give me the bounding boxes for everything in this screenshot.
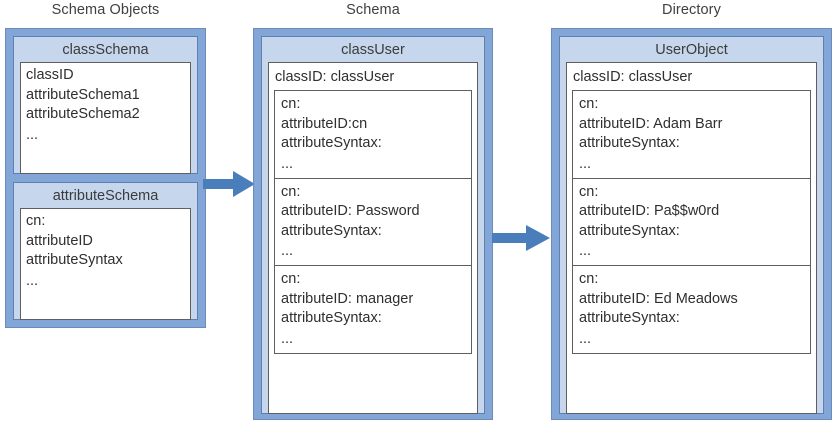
directory-frame: UserObject classID: classUser cn: attrib… — [551, 28, 832, 420]
list-item: cn: — [26, 213, 46, 229]
arrow-right-icon — [203, 171, 255, 197]
ellipsis-text: ... — [26, 272, 39, 289]
list-item: attributeSchema1 — [26, 86, 140, 103]
object-panel-classuser[interactable]: classUser classID: classUser cn: attribu… — [261, 36, 485, 414]
column-schema-objects: Schema Objects classSchema classID attri… — [5, 0, 206, 328]
attribute-block[interactable]: cn: attributeID: manager attributeSyntax… — [275, 265, 471, 353]
attribute-list-attributeschema: cn: attributeID attributeSyntax ... — [20, 208, 191, 320]
ellipsis-text: ... — [281, 155, 294, 172]
object-panel-classschema[interactable]: classSchema classID attributeSchema1 att… — [13, 36, 198, 174]
attribute-block[interactable]: cn: attributeID: Ed Meadows attributeSyn… — [573, 265, 810, 353]
ellipsis-text: ... — [26, 126, 39, 143]
classuser-body: classID: classUser cn: attributeID:cn at… — [268, 62, 478, 414]
object-title-userobject: UserObject — [655, 42, 728, 58]
attribute-group-classuser: cn: attributeID:cn attributeSyntax: ... … — [274, 90, 472, 354]
arrow-right-icon — [492, 225, 550, 251]
attribute-list-classschema: classID attributeSchema1 attributeSchema… — [20, 62, 191, 174]
list-item: attributeID — [26, 232, 93, 249]
classid-line: classID: classUser — [275, 69, 395, 85]
list-item: cn: — [281, 271, 301, 287]
object-panel-userobject[interactable]: UserObject classID: classUser cn: attrib… — [559, 36, 824, 414]
list-item: cn: — [281, 96, 301, 112]
list-item: attributeSyntax: — [281, 222, 382, 239]
object-title-classuser: classUser — [341, 42, 405, 58]
list-item: attributeID:cn — [281, 115, 368, 132]
arrow-schema-to-directory — [492, 221, 552, 255]
list-item: attributeSyntax: — [579, 222, 680, 239]
list-item: attributeSyntax: — [579, 310, 680, 326]
attribute-block[interactable]: cn: attributeID:cn attributeSyntax: ... — [275, 91, 471, 178]
object-panel-attributeschema[interactable]: attributeSchema cn: attributeID attribut… — [13, 182, 198, 320]
list-item: attributeSyntax — [26, 252, 123, 268]
attribute-block[interactable]: cn: attributeID: Adam Barr attributeSynt… — [573, 91, 810, 178]
object-title-attributeschema: attributeSchema — [52, 188, 159, 204]
attribute-block[interactable]: cn: attributeID: Password attributeSynta… — [275, 177, 471, 266]
list-item: attributeID: Ed Meadows — [579, 290, 738, 307]
column-heading-schema: Schema — [346, 2, 400, 18]
list-item: attributeID: Pa$$w0rd — [579, 203, 720, 219]
arrow-schema-objects-to-schema — [203, 167, 257, 201]
list-item: cn: — [579, 183, 599, 200]
list-item: attributeSyntax: — [281, 135, 382, 151]
classid-line: classID: classUser — [573, 69, 693, 85]
object-title-classschema: classSchema — [62, 42, 149, 58]
schema-frame: classUser classID: classUser cn: attribu… — [253, 28, 493, 420]
list-item: classID — [26, 67, 74, 83]
ellipsis-text: ... — [579, 155, 592, 172]
userobject-body: classID: classUser cn: attributeID: Adam… — [566, 62, 817, 414]
ellipsis-text: ... — [281, 330, 294, 347]
ellipsis-text: ... — [281, 243, 294, 259]
column-directory: Directory UserObject classID: classUser … — [551, 0, 832, 420]
list-item: cn: — [579, 96, 599, 112]
list-item: cn: — [579, 271, 599, 287]
column-heading-schema-objects: Schema Objects — [51, 2, 160, 18]
list-item: cn: — [281, 183, 301, 200]
list-item: attributeID: Password — [281, 203, 420, 219]
schema-objects-frame: classSchema classID attributeSchema1 att… — [5, 28, 206, 328]
list-item: attributeSyntax: — [281, 310, 382, 326]
ellipsis-text: ... — [579, 330, 592, 347]
attribute-group-userobject: cn: attributeID: Adam Barr attributeSynt… — [572, 90, 811, 354]
column-schema: Schema classUser classID: classUser cn: … — [253, 0, 493, 420]
column-heading-directory: Directory — [662, 2, 721, 18]
attribute-block[interactable]: cn: attributeID: Pa$$w0rd attributeSynta… — [573, 177, 810, 266]
ellipsis-text: ... — [579, 243, 592, 259]
list-item: attributeID: manager — [281, 290, 414, 307]
list-item: attributeSyntax: — [579, 135, 680, 151]
list-item: attributeID: Adam Barr — [579, 115, 723, 132]
list-item: attributeSchema2 — [26, 106, 140, 122]
